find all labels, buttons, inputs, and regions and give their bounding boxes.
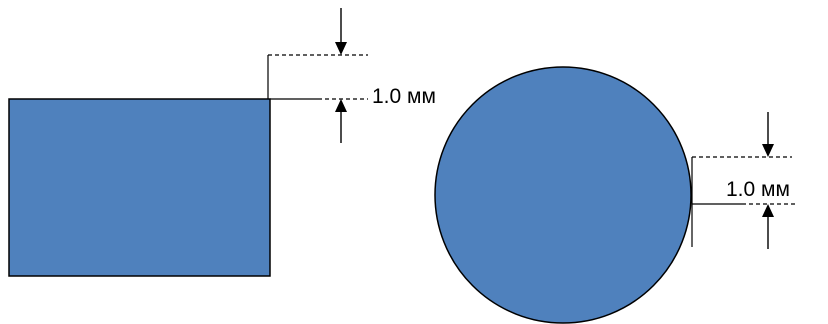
circle-dimension-label: 1.0 мм xyxy=(726,178,790,201)
blue-circle xyxy=(434,66,692,324)
arrow-down-icon xyxy=(762,112,774,157)
rectangle-dimension: 1.0 мм xyxy=(267,8,436,143)
arrow-up-icon xyxy=(335,99,347,143)
blue-rectangle xyxy=(8,98,271,277)
rectangle-group xyxy=(8,98,271,277)
arrow-up-icon xyxy=(762,204,774,249)
arrow-down-icon xyxy=(335,8,347,55)
rect-dimension-label: 1.0 мм xyxy=(372,85,436,108)
circle-group xyxy=(434,66,692,324)
circle-dimension: 1.0 мм xyxy=(691,112,796,249)
